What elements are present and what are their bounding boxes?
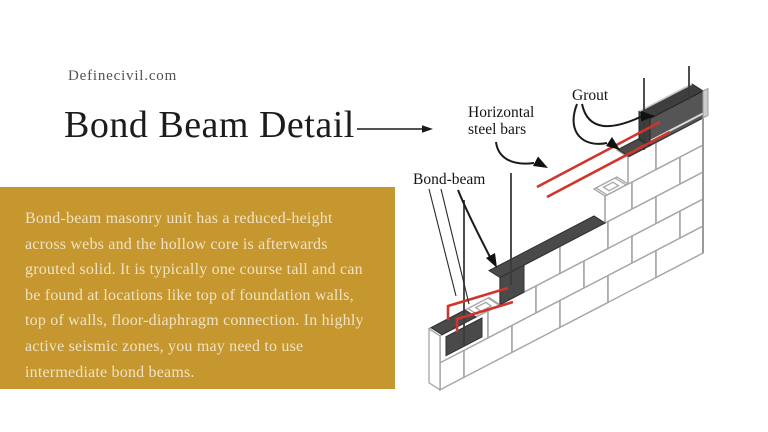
- grouted-cell-top: [617, 138, 650, 158]
- steel-bar: [447, 286, 509, 308]
- grout-arrowhead-1: [641, 111, 655, 122]
- steel-bar: [456, 300, 514, 321]
- page-title: Bond Beam Detail: [64, 104, 355, 146]
- bond-beam-end-face: [499, 264, 525, 306]
- grout-arrowhead-2: [606, 137, 620, 150]
- hollow-cell-hole: [602, 181, 620, 192]
- bond-beam-arrowhead: [486, 253, 497, 268]
- horizontal-steel-bars: [446, 120, 671, 332]
- title-arrow-icon: [357, 125, 433, 133]
- top-beam-right-cap: [702, 87, 709, 119]
- grout-label: Grout: [572, 87, 609, 104]
- bond-beam-arrow: [457, 189, 492, 260]
- wall-end-face: [428, 327, 441, 391]
- grout-arrow-2: [572, 103, 608, 145]
- bond-beam-diagram: Grout Horizontal steel bars Bond-beam: [413, 66, 709, 392]
- steel-bars-arrowhead: [533, 156, 548, 168]
- bond-beam-leader-line: [440, 188, 470, 305]
- description-text: Bond-beam masonry unit has a reduced-hei…: [25, 210, 364, 381]
- steel-bars-arrow: [495, 141, 535, 165]
- beam-back-rim: [638, 83, 693, 113]
- steel-bar: [536, 120, 661, 189]
- bond-beam-grout-top: [488, 215, 606, 279]
- bond-beam-label: Bond-beam: [413, 171, 485, 188]
- steel-bar: [546, 130, 671, 199]
- site-name: Definecivil.com: [68, 68, 178, 84]
- wall-blocks: [439, 116, 704, 392]
- description-box: Bond-beam masonry unit has a reduced-hei…: [0, 187, 395, 389]
- top-bond-beam: [638, 83, 709, 147]
- grout-arrow-1: [581, 103, 642, 128]
- horizontal-steel-bars-label-line1: Horizontal: [468, 104, 534, 121]
- beam-shell-edge: [649, 112, 704, 142]
- horizontal-steel-bars-label-line2: steel bars: [468, 121, 526, 138]
- bond-beam-leader-line: [428, 188, 457, 297]
- hollow-cell-hole: [474, 301, 493, 312]
